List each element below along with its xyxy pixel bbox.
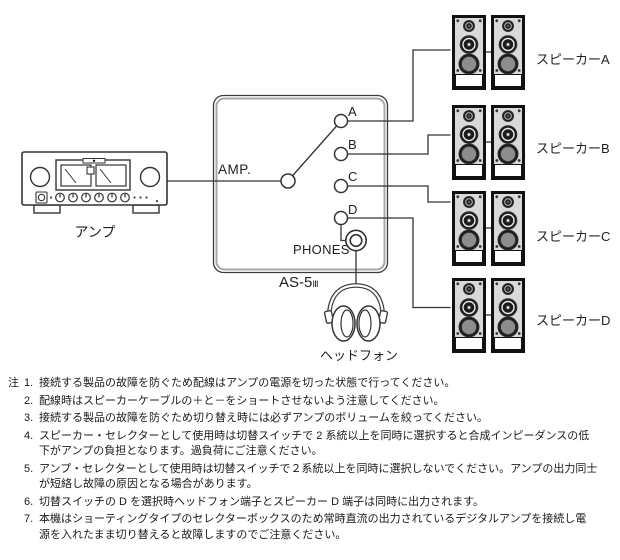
selector-switch [280,113,349,226]
speaker-c-right [491,191,525,266]
note-text: アンプ・セレクターとして使用時は切替スイッチで２系統以上を同時に選択しないでくだ… [39,462,598,475]
wire-d-to-phones-jack [340,224,346,242]
wire-contact-d [348,217,451,309]
speaker-a-right [491,15,525,90]
note-item-1: 注 1. 接続する製品の故障を防ぐため配線はアンプの電源を切った状態で行ってくだ… [8,376,616,392]
note-number: 5. [24,462,34,475]
wire-contact-a [348,49,451,122]
speaker-a-left [452,15,486,90]
model-name: AS-5 [279,274,313,291]
note-item-2: 2. 配線時はスピーカーケーブルの＋と－をショートさせないよう注意してください。 [8,394,616,410]
amp-right-knob [139,166,161,188]
speakers [452,15,525,353]
note-text: 切替スイッチの D を選択時ヘッドフォン端子とスピーカー D 端子は同時に出力さ… [39,495,485,508]
contact-a-node [333,113,349,129]
amp-left-knob [29,166,51,188]
amplifier-illustration [21,151,168,214]
switch-pivot-node [280,173,296,189]
switch-arm [292,125,338,177]
phones-jack-icon [344,229,367,252]
note-item-7: 7. 本機はショーティングタイプのセレクターボックスのため常時直流の出力されてい… [8,512,616,543]
speaker-d-label: スピーカーD [536,313,611,328]
wire-contact-c [348,185,451,203]
note-item-4: 4. スピーカー・セレクターとして使用時は切替スイッチで 2 系統以上を同時に選… [8,429,616,460]
note-item-3: 3. 接続する製品の故障を防ぐため切り替え時には必ずアンプのボリュームを絞ってく… [8,411,616,427]
amp-vu-meter-right [95,164,127,187]
contact-b-label: B [348,137,357,152]
contact-c-label: C [348,169,358,184]
amp-port-label: AMP. [218,162,252,177]
notes-section: 注 1. 接続する製品の故障を防ぐため配線はアンプの電源を切った状態で行ってくだ… [8,376,616,545]
selector-box [212,94,389,274]
note-text: 下がアンプの負担となります。過負荷にご注意ください。 [39,445,323,457]
note-number: 6. [24,495,34,508]
speaker-a-label: スピーカーA [536,52,610,67]
note-number: 7. [24,513,34,525]
contact-b-node [333,146,349,162]
phones-label: PHONES [293,242,350,257]
note-number: 1. [24,377,34,389]
headphones-caption: ヘッドフォン [320,348,399,363]
note-number: 2. [24,394,34,407]
contact-d-label: D [348,202,358,217]
speaker-c-left [452,191,486,266]
speaker-d-left [452,278,486,353]
note-text: スピーカー・セレクターとして使用時は切替スイッチで 2 系統以上を同時に選択する… [39,429,590,442]
contact-d-node [333,210,349,226]
headphones-icon [323,283,389,342]
note-number: 4. [24,429,34,442]
model-suffix: Ⅲ [312,279,319,289]
note-text: 源を入れたまま切り替えると故障しますのでご注意ください。 [39,528,347,541]
note-text: 接続する製品の故障を防ぐため配線はアンプの電源を切った状態で行ってください。 [39,377,456,389]
speaker-b-label: スピーカーB [536,141,610,156]
contact-a-label: A [348,104,357,119]
note-text: が短絡し故障の原因となる場合があります。 [39,478,258,490]
model-label: AS-5Ⅲ [279,274,319,291]
speaker-b-right [491,105,525,180]
amp-vu-meter-left [60,164,92,187]
speaker-d-right [491,278,525,353]
wires [167,49,451,309]
note-item-5: 5. アンプ・セレクターとして使用時は切替スイッチで２系統以上を同時に選択しない… [8,462,616,493]
note-text: 本機はショーティングタイプのセレクターボックスのため常時直流の出力されているデジ… [39,513,587,525]
note-item-6: 6. 切替スイッチの D を選択時ヘッドフォン端子とスピーカー D 端子は同時に… [8,495,616,511]
amp-caption: アンプ [74,224,116,240]
note-text: 接続する製品の故障を防ぐため切り替え時には必ずアンプのボリュームを絞ってください… [39,412,489,424]
note-text: 配線時はスピーカーケーブルの＋と－をショートさせないよう注意してください。 [39,394,445,407]
note-number: 3. [24,412,34,424]
speaker-b-left [452,105,486,180]
diagram-art [21,15,525,353]
wire-contact-b [348,134,451,155]
note-marker: 注 [8,377,19,389]
speaker-c-label: スピーカーC [536,229,611,244]
contact-c-node [333,178,349,194]
